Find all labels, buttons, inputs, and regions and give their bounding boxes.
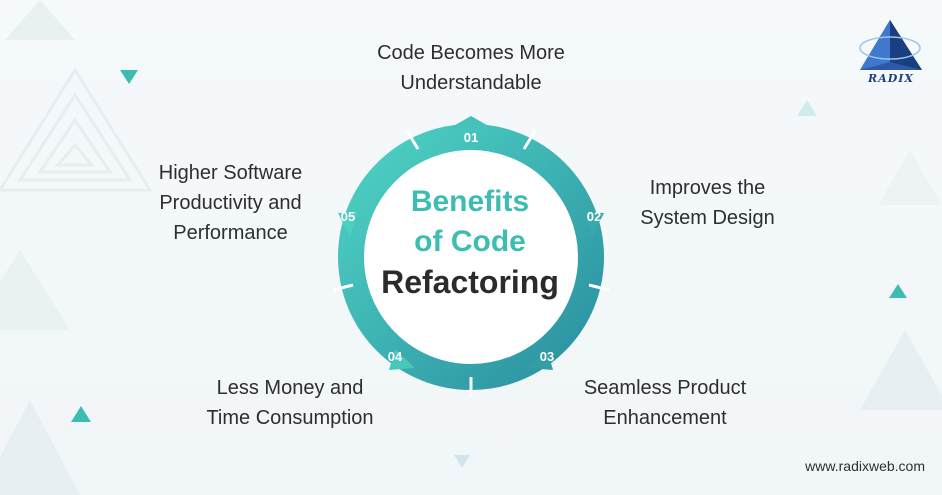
accent-triangle-1: [120, 70, 138, 84]
logo-wordmark: RADIX: [868, 72, 914, 85]
triangle-left-mid: [0, 250, 70, 330]
benefit-01-line-2: Understandable: [400, 72, 542, 94]
ring-arrow-3: [527, 349, 553, 370]
ring-dividers: [332, 130, 610, 396]
ring-divider: [588, 283, 610, 292]
ring-divider: [522, 130, 537, 150]
ring-numbers: 01 02 03 04 05: [341, 130, 601, 364]
triangle-right-bottom: [860, 330, 942, 410]
website-url: www.radixweb.com: [805, 458, 925, 474]
center-title: Benefits of Code Refactoring: [350, 182, 590, 302]
benefit-03-label: Seamless Product Enhancement: [560, 373, 770, 433]
benefit-04-label: Less Money and Time Consumption: [185, 373, 395, 433]
benefit-05-line-3: Performance: [173, 222, 288, 244]
benefit-03-line-2: Enhancement: [603, 407, 727, 429]
benefit-01-label: Code Becomes More Understandable: [361, 38, 581, 98]
benefit-03-line-1: Seamless Product: [583, 377, 747, 399]
benefit-02-line-2: System Design: [640, 207, 775, 229]
concentric-triangles-left: [0, 67, 153, 192]
benefit-05-label: Higher Software Productivity and Perform…: [128, 158, 333, 248]
step-number-02: 02: [587, 209, 601, 224]
ring-divider: [332, 283, 354, 292]
accent-triangle-3: [889, 284, 907, 298]
triangle-top-left: [5, 0, 75, 40]
ring-arrow-1: [450, 116, 492, 128]
step-number-05: 05: [341, 209, 355, 224]
benefit-02-line-1: Improves the: [649, 177, 766, 199]
triangle-right-mid: [878, 150, 942, 205]
ring-divider: [405, 130, 420, 150]
benefit-05-line-1: Higher Software: [158, 162, 303, 184]
accent-triangle-5: [454, 455, 470, 468]
accent-triangle-4: [71, 406, 91, 422]
ring-arrow-5: [338, 212, 358, 237]
ring-arrow-4: [389, 349, 415, 370]
benefit-04-line-2: Time Consumption: [206, 407, 374, 429]
triangle-bottom-left: [0, 400, 80, 495]
center-title-line-3: Refactoring: [381, 264, 559, 300]
step-number-04: 04: [388, 349, 403, 364]
benefit-01-line-1: Code Becomes More: [377, 42, 565, 64]
step-number-01: 01: [464, 130, 478, 145]
benefit-04-line-1: Less Money and: [216, 377, 364, 399]
center-title-line-1: Benefits: [410, 185, 530, 218]
ring-inner-disc: [351, 137, 591, 377]
step-number-03: 03: [540, 349, 554, 364]
ring-arrow-2: [584, 212, 604, 237]
benefit-02-label: Improves the System Design: [620, 173, 795, 233]
center-title-line-2: of Code: [414, 225, 526, 258]
pyramid-logo-icon: [859, 20, 922, 70]
benefit-05-line-2: Productivity and: [159, 192, 302, 214]
accent-triangle-2: [797, 100, 817, 116]
